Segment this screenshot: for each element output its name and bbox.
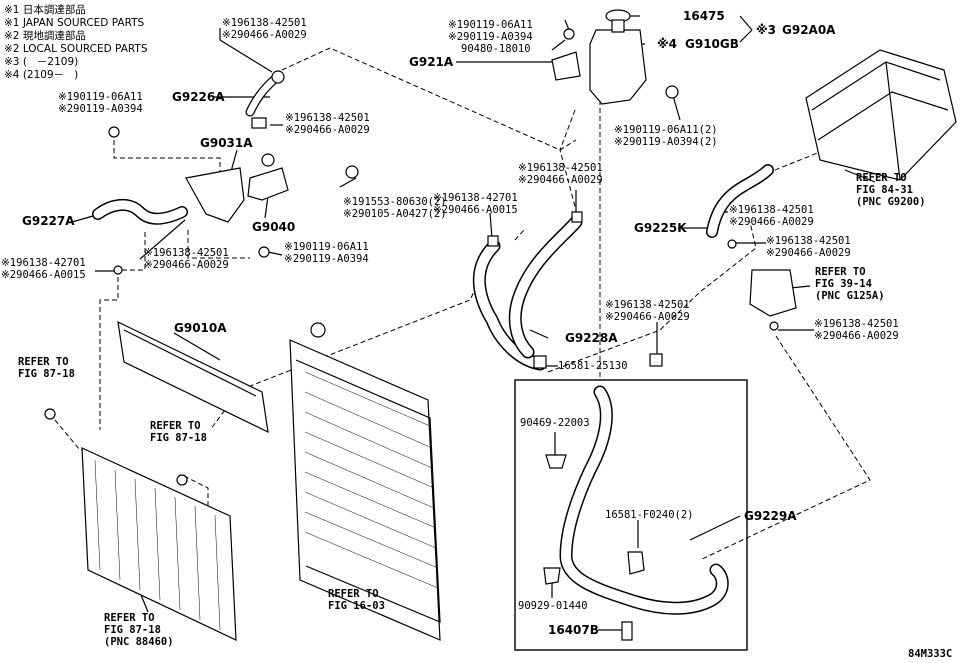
pump-g9040: [247, 167, 289, 201]
inverter-assembly: [805, 49, 957, 181]
part-label-g9229a[interactable]: G9229A: [744, 509, 797, 523]
callout-clamp[interactable]: ※196138-42501 ※290466-A0029: [285, 112, 370, 136]
condenser: [81, 447, 237, 641]
callout-clamp[interactable]: ※196138-42701 ※290466-A0015: [1, 257, 86, 281]
reference-fig-16-03[interactable]: REFER TO FIG 16-03: [328, 588, 385, 612]
callout-clamp[interactable]: ※196138-42501 ※290466-A0029: [144, 247, 229, 271]
clamp-16581-25130: [533, 355, 547, 369]
part-label-16407b[interactable]: 16407B: [548, 623, 599, 637]
leader-g9010a: [173, 332, 221, 361]
part-label-g9228a[interactable]: G9228A: [565, 331, 618, 345]
clip-90469-22003: [545, 454, 567, 469]
part-label-g9226a[interactable]: G9226A: [172, 90, 225, 104]
bracket-g9031a: [185, 167, 245, 223]
leader-g9040: [264, 195, 269, 219]
note-line: ※4 (2109－ ): [4, 69, 79, 81]
radiator-core: [289, 339, 441, 641]
part-label-g92a0a[interactable]: G92A0A: [782, 23, 836, 37]
plug-16407b: [621, 621, 633, 641]
part-label-g9031a[interactable]: G9031A: [200, 136, 253, 150]
component-g125a: [749, 269, 797, 317]
callout-bolt[interactable]: ※190119-06A11 ※290119-A0394: [58, 91, 143, 115]
note-line: ※2 現地調達部品: [4, 30, 86, 42]
callout-bolt[interactable]: ※190119-06A11 ※290119-A0394: [284, 241, 369, 265]
part-label-g921a[interactable]: G921A: [409, 55, 454, 69]
dash-bolt-to-bracket: [113, 140, 221, 180]
dash-tank-side: [559, 109, 577, 211]
part-label-g910gb[interactable]: G910GB: [685, 37, 739, 51]
clamp-16581-f0240: [627, 551, 645, 575]
dash-g9227a-down: [99, 232, 146, 430]
part-label-g9225k[interactable]: G9225K: [634, 221, 687, 235]
dash-inverter-bottom: [699, 335, 871, 561]
reference-fig-84-31[interactable]: REFER TO FIG 84-31 (PNC G9200): [856, 172, 926, 208]
tank-bracket: [551, 51, 581, 81]
callout-part[interactable]: 16581-F0240(2): [605, 509, 694, 521]
clip-90929-01440: [543, 567, 561, 585]
part-label-g9010a[interactable]: G9010A: [174, 321, 227, 335]
part-label-g9227a[interactable]: G9227A: [22, 214, 75, 228]
dash-bolt-left: [54, 419, 88, 451]
callout-part[interactable]: 16581-25130: [558, 360, 628, 372]
callout-clamp[interactable]: ※196138-42501 ※290466-A0029: [518, 162, 603, 186]
callout-bolt[interactable]: ※191553-80630(2) ※290105-A0427(2): [343, 196, 447, 220]
callout-part[interactable]: 90469-22003: [520, 417, 590, 429]
callout-bolt[interactable]: ※190119-06A11 ※290119-A0394: [448, 19, 533, 43]
callout-clamp[interactable]: ※196138-42501 ※290466-A0029: [605, 299, 690, 323]
leader-c9: [551, 39, 566, 51]
callout-clamp[interactable]: ※196138-42501 ※290466-A0029: [766, 235, 851, 259]
sub-radiator-g9010a: [117, 320, 269, 434]
reference-fig-87-18[interactable]: REFER TO FIG 87-18: [18, 356, 75, 380]
dash-g9226a-to-tank: [281, 47, 577, 151]
callout-bolt[interactable]: ※190119-06A11(2) ※290119-A0394(2): [614, 124, 718, 148]
part-label-g9040[interactable]: G9040: [252, 220, 296, 234]
leader-c4: [339, 177, 357, 188]
callout-clamp[interactable]: ※196138-42501 ※290466-A0029: [814, 318, 899, 342]
callout-part[interactable]: 90929-01440: [518, 600, 588, 612]
lower-hose-box: [514, 379, 748, 651]
reference-fig-39-14[interactable]: REFER TO FIG 39-14 (PNC G125A): [815, 266, 885, 302]
leader-r1: [844, 169, 876, 183]
callout-part[interactable]: 90480-18010: [461, 43, 531, 55]
note-line: ※3 ( －2109): [4, 56, 79, 68]
diagram-id: 84M333C: [908, 648, 953, 660]
callout-clamp[interactable]: ※196138-42701 ※290466-A0015: [433, 192, 518, 216]
part-note-star3: ※3: [756, 23, 777, 37]
reference-fig-87-18[interactable]: REFER TO FIG 87-18: [150, 420, 207, 444]
note-line: ※1 日本調達部品: [4, 4, 86, 16]
leader-c6: [267, 251, 283, 256]
callout-clamp[interactable]: ※196138-42501 ※290466-A0029: [729, 204, 814, 228]
leader-c5: [139, 219, 186, 260]
tank-g910gb: [589, 29, 647, 105]
reference-fig-87-18-pnc[interactable]: REFER TO FIG 87-18 (PNC 88460): [104, 612, 174, 648]
leader-c12: [489, 212, 493, 239]
leader-g9228a: [529, 329, 549, 339]
part-label-16475[interactable]: 16475: [683, 9, 725, 23]
dash-g9228a-top: [514, 229, 525, 241]
dash-g9227a-clamp: [187, 230, 250, 259]
leader-g9229a: [689, 515, 741, 541]
leader-c8: [564, 19, 570, 31]
part-note-star4: ※4: [657, 37, 678, 51]
dash-right-hose: [547, 221, 757, 373]
note-line: ※2 LOCAL SOURCED PARTS: [4, 43, 148, 55]
callout-clamp[interactable]: ※196138-42501 ※290466-A0029: [222, 17, 307, 41]
note-line: ※1 JAPAN SOURCED PARTS: [4, 17, 145, 29]
